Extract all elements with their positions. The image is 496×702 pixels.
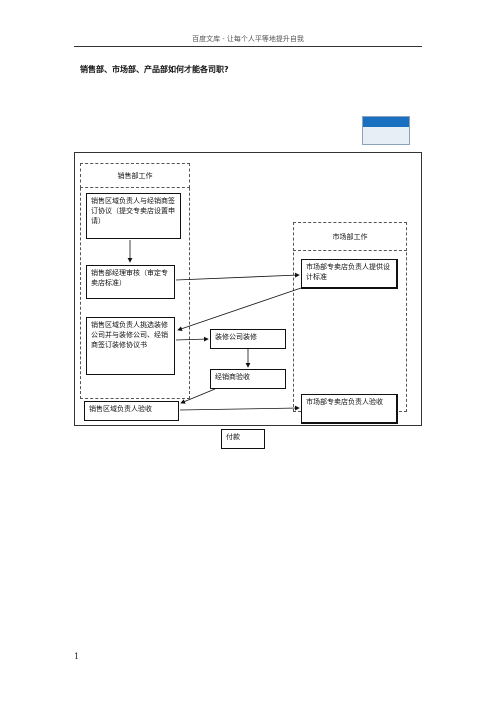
step-sign-agreement: 销售区域负责人与经销商签订协议（提交专卖店设置申请） [86, 193, 181, 239]
marketing-lane-title: 市场部工作 [293, 222, 407, 251]
step-marketing-acceptance: 市场部专卖店负责人验收 [301, 394, 398, 424]
step-manager-review: 销售部经理审核（审定专卖店标准） [86, 265, 175, 299]
step-design-standard: 市场部专卖店负责人提供设计标准 [301, 259, 398, 289]
legend-swatch-bar [363, 117, 409, 127]
sales-lane-title: 销售部工作 [80, 163, 190, 188]
header-divider [74, 46, 422, 47]
step-select-contractor: 销售区域负责人挑选装修公司并与装修公司、经销商签订装修协议书 [86, 317, 175, 375]
step-sales-acceptance: 销售区域负责人验收 [84, 401, 179, 421]
page-title: 销售部、市场部、产品部如何才能各司职? [80, 65, 229, 74]
flowchart-frame [74, 152, 422, 426]
running-header: 百度文库 - 让每个人平等地提升自我 [192, 35, 304, 43]
step-payment: 付款 [221, 429, 265, 449]
step-dealer-acceptance: 经销商验收 [210, 369, 286, 389]
step-renovation: 装修公司装修 [210, 329, 286, 349]
legend-swatch [362, 116, 410, 145]
page-number: 1 [74, 652, 80, 661]
